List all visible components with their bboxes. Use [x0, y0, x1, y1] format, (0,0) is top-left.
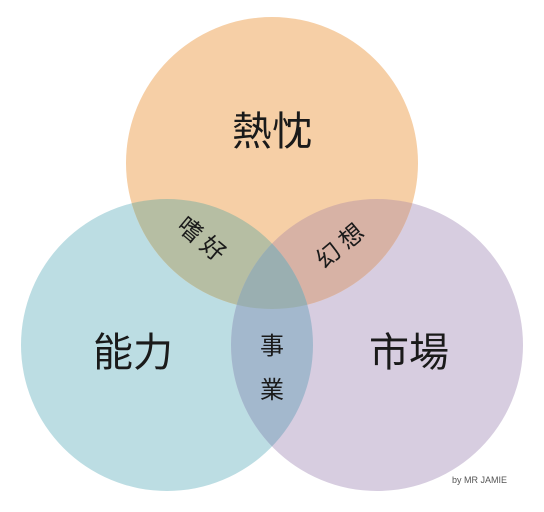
label-market: 市場	[369, 330, 449, 376]
label-career-bottom: 業	[260, 376, 284, 404]
label-passion: 熱忱	[232, 109, 312, 155]
overlap-passion-market	[231, 199, 418, 309]
overlap-passion-ability	[126, 199, 313, 309]
label-career-top: 事	[260, 332, 284, 360]
label-ability: 能力	[93, 330, 173, 376]
credit-text: by MR JAMIE	[452, 475, 507, 485]
